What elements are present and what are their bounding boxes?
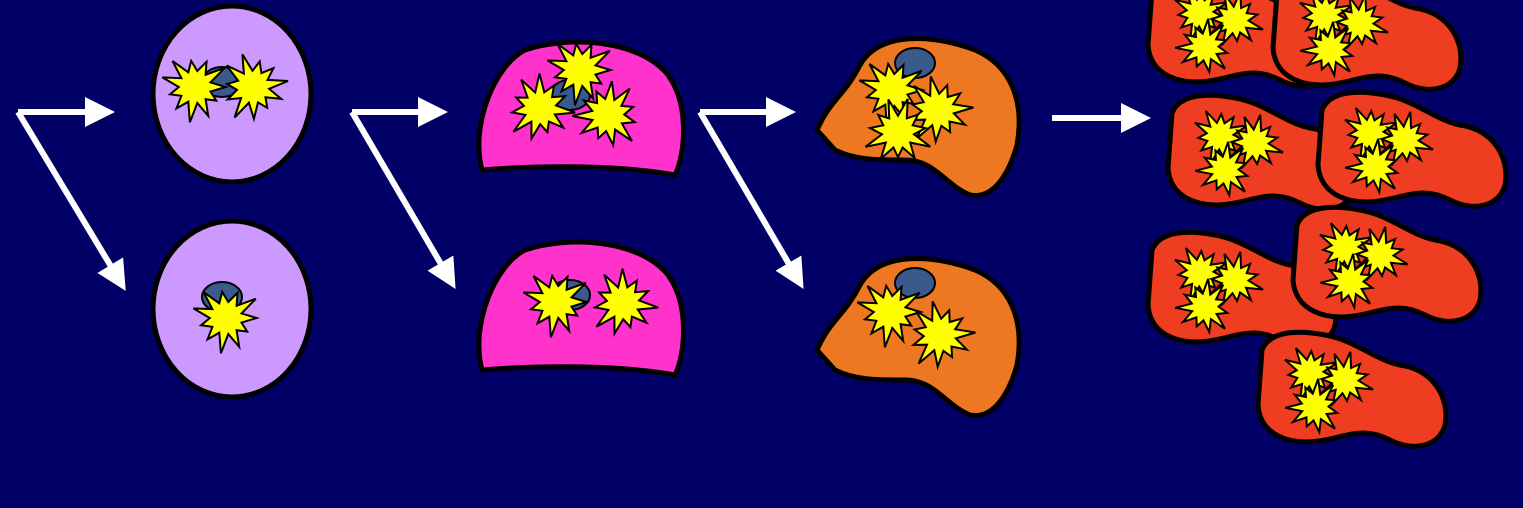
- stage-1-cell: [153, 221, 311, 397]
- stage-2-cell: [479, 242, 684, 375]
- stage-1-cell: [153, 6, 311, 182]
- stage-4-cell: [1273, 0, 1461, 89]
- stage-2-cell: [479, 42, 684, 175]
